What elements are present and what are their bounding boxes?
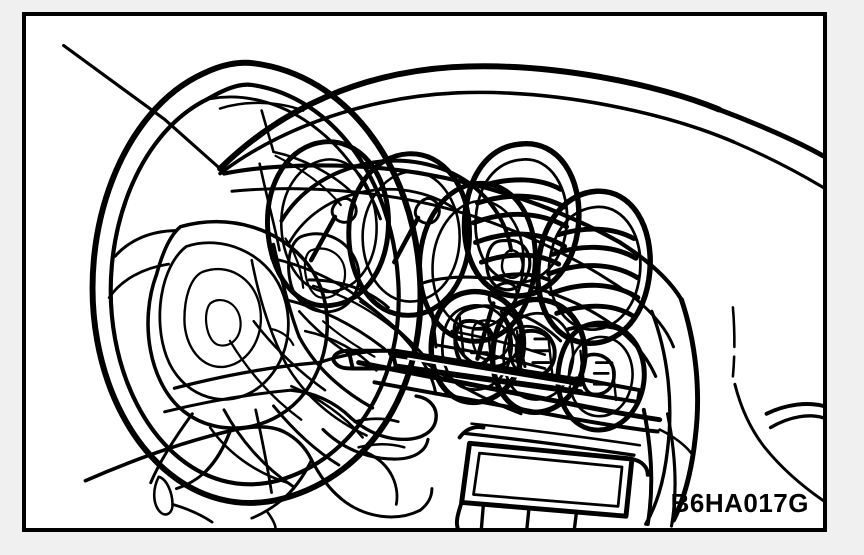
door-trim: [731, 306, 823, 502]
seat-fabric-folds: [83, 425, 434, 528]
dash-right-edge: [644, 297, 701, 526]
technician-hand: [163, 349, 438, 489]
hvac-controls: [418, 275, 658, 433]
dash-underside: [228, 319, 327, 421]
lower-trim-panel: [454, 422, 650, 528]
air-vent-lower: [535, 188, 653, 346]
trim-seam: [356, 309, 663, 434]
instrument-gauge-2: [346, 151, 473, 318]
figure-frame: B6HA017G: [22, 12, 827, 532]
steering-wheel: [89, 59, 424, 506]
console-side: [641, 407, 693, 528]
figure-caption: B6HA017G: [670, 488, 809, 518]
dash-blank-panel: [287, 232, 376, 358]
windshield-line: [62, 43, 823, 189]
dashboard-line-art-illustration: [62, 43, 823, 528]
